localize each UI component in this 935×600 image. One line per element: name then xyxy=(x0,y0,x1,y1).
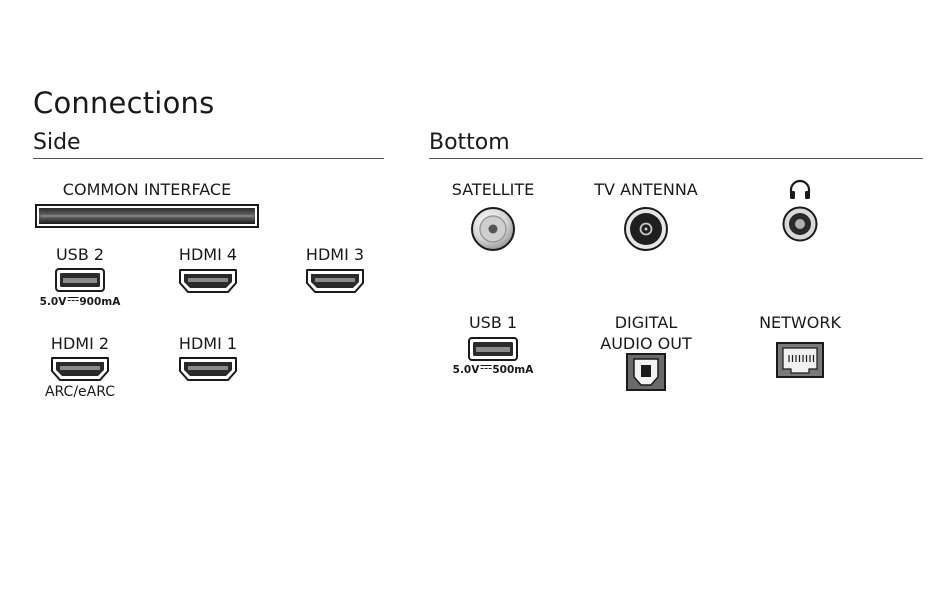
usb2-current: 900mA xyxy=(79,296,121,308)
bottom-heading: Bottom xyxy=(429,130,510,155)
common-interface-slot-icon xyxy=(35,204,259,228)
hdmi-port-icon xyxy=(178,356,238,382)
digital-audio-out-label-line1: DIGITAL xyxy=(614,313,678,332)
usb-port-icon xyxy=(55,268,105,292)
digital-audio-out-label: DIGITAL AUDIO OUT xyxy=(600,312,691,354)
optical-audio-port-icon xyxy=(626,353,666,391)
satellite-connector-icon xyxy=(470,206,516,252)
headphones-icon xyxy=(788,179,812,201)
antenna-connector-icon xyxy=(623,206,669,252)
side-divider xyxy=(33,158,384,159)
tv-antenna-label: TV ANTENNA xyxy=(594,180,698,199)
usb1-current: 500mA xyxy=(492,364,534,376)
digital-audio-out-label-line2: AUDIO OUT xyxy=(600,334,692,353)
ethernet-port-icon xyxy=(776,342,824,378)
satellite-label: SATELLITE xyxy=(451,180,535,199)
page-title: Connections xyxy=(33,86,215,120)
hdmi4-label: HDMI 4 xyxy=(178,245,238,264)
hdmi-port-icon xyxy=(50,356,110,382)
network-label: NETWORK xyxy=(759,313,841,332)
dc-symbol-icon xyxy=(67,297,79,304)
usb2-voltage: 5.0V xyxy=(39,296,67,308)
usb1-spec: 5.0V 500mA xyxy=(453,364,534,376)
hdmi2-label: HDMI 2 xyxy=(50,334,110,353)
hdmi1-label: HDMI 1 xyxy=(178,334,238,353)
dc-symbol-icon xyxy=(480,365,492,372)
hdmi2-arc-label: ARC/eARC xyxy=(44,384,116,400)
bottom-divider xyxy=(429,158,923,159)
side-heading: Side xyxy=(33,130,81,155)
common-interface-label: COMMON INTERFACE xyxy=(62,180,232,199)
hdmi-port-icon xyxy=(178,268,238,294)
hdmi3-label: HDMI 3 xyxy=(305,245,365,264)
headphone-jack-icon xyxy=(782,206,818,242)
usb1-voltage: 5.0V xyxy=(452,364,480,376)
usb-port-icon xyxy=(468,337,518,361)
usb1-label: USB 1 xyxy=(468,313,518,332)
hdmi-port-icon xyxy=(305,268,365,294)
usb2-label: USB 2 xyxy=(55,245,105,264)
usb2-spec: 5.0V 900mA xyxy=(40,296,121,308)
